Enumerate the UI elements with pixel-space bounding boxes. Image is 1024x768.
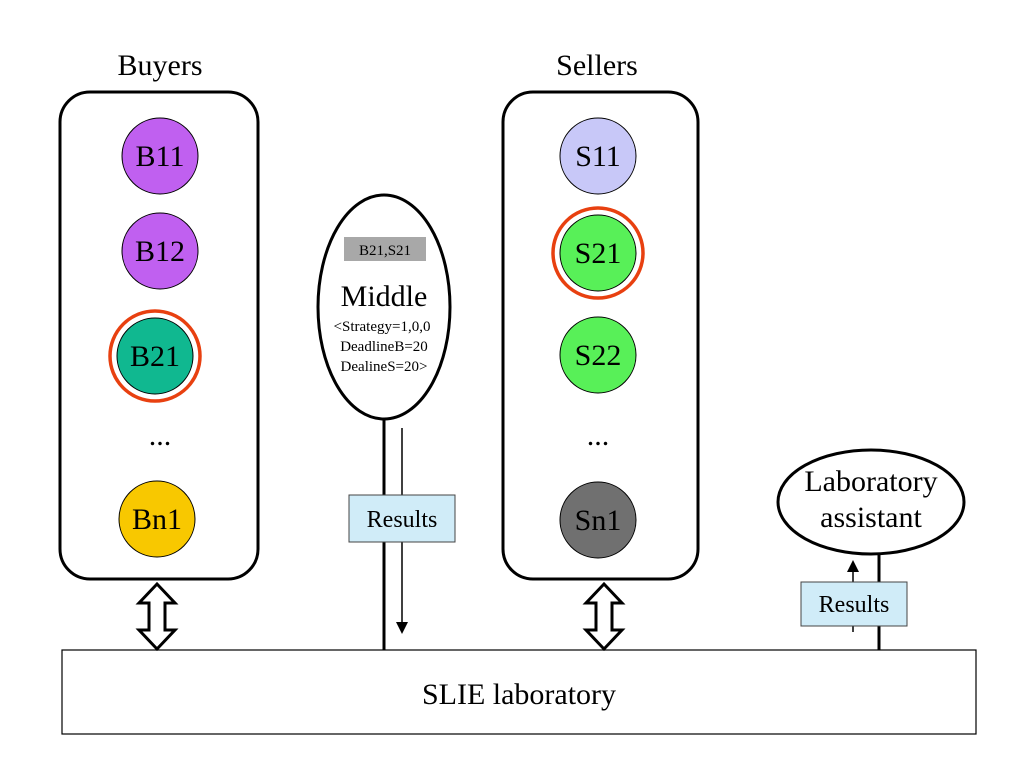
assistant-label-line1: Laboratory bbox=[804, 465, 937, 498]
seller-node-s21: S21 bbox=[551, 206, 645, 300]
buyer-node-b11-label: B11 bbox=[136, 140, 185, 173]
seller-node-s11-circle bbox=[559, 117, 637, 195]
buyer-node-b21-label: B21 bbox=[130, 340, 180, 373]
pair-tag-box bbox=[344, 237, 426, 261]
laboratory-label: SLIE laboratory bbox=[422, 678, 616, 711]
middle-param-deadline-s: DealineS=20> bbox=[341, 359, 428, 375]
seller-node-sn1: Sn1 bbox=[559, 481, 637, 559]
seller-node-s22-circle bbox=[559, 316, 637, 394]
buyer-node-b12: B12 bbox=[121, 212, 199, 290]
assistant-results-label: Results bbox=[819, 592, 890, 618]
sellers-title: Sellers bbox=[556, 49, 638, 82]
middle-results-box bbox=[348, 494, 456, 543]
seller-node-s22-label: S22 bbox=[575, 339, 622, 372]
assistant-results-box bbox=[800, 581, 908, 627]
middle-param-strategy: <Strategy=1,0,0 bbox=[334, 319, 431, 335]
buyer-node-bn1-label: Bn1 bbox=[132, 503, 182, 536]
pair-tag-label: B21,S21 bbox=[359, 243, 411, 259]
middle-title: Middle bbox=[341, 280, 428, 313]
buyer-node-b12-label: B12 bbox=[135, 235, 185, 268]
seller-node-s22: S22 bbox=[559, 316, 637, 394]
sellers-double-arrow bbox=[582, 581, 626, 652]
buyer-node-b12-circle bbox=[121, 212, 199, 290]
buyers-double-arrow bbox=[135, 581, 179, 652]
buyer-node-b21-ring bbox=[108, 309, 202, 403]
buyer-node-b21-circle bbox=[116, 317, 194, 395]
middle-results-label: Results bbox=[367, 507, 438, 533]
buyer-node-b11: B11 bbox=[121, 117, 199, 195]
seller-node-sn1-circle bbox=[559, 481, 637, 559]
buyers-title: Buyers bbox=[118, 49, 203, 82]
seller-node-s21-label: S21 bbox=[575, 237, 622, 270]
middle-param-deadline-b: DeadlineB=20 bbox=[340, 339, 428, 355]
seller-node-s21-ring bbox=[551, 206, 645, 300]
seller-node-s11-label: S11 bbox=[575, 140, 621, 173]
buyer-node-bn1: Bn1 bbox=[118, 480, 196, 558]
sellers-ellipsis: ... bbox=[587, 419, 610, 452]
buyer-node-b21: B21 bbox=[108, 309, 202, 403]
buyer-node-bn1-circle bbox=[118, 480, 196, 558]
seller-node-sn1-label: Sn1 bbox=[575, 504, 622, 537]
buyers-ellipsis: ... bbox=[149, 419, 172, 452]
laboratory-box bbox=[61, 649, 977, 735]
assistant-label-line2: assistant bbox=[820, 501, 922, 534]
seller-node-s21-circle bbox=[559, 214, 637, 292]
seller-node-s11: S11 bbox=[559, 117, 637, 195]
assistant-ellipse bbox=[776, 448, 966, 556]
buyer-node-b11-circle bbox=[121, 117, 199, 195]
